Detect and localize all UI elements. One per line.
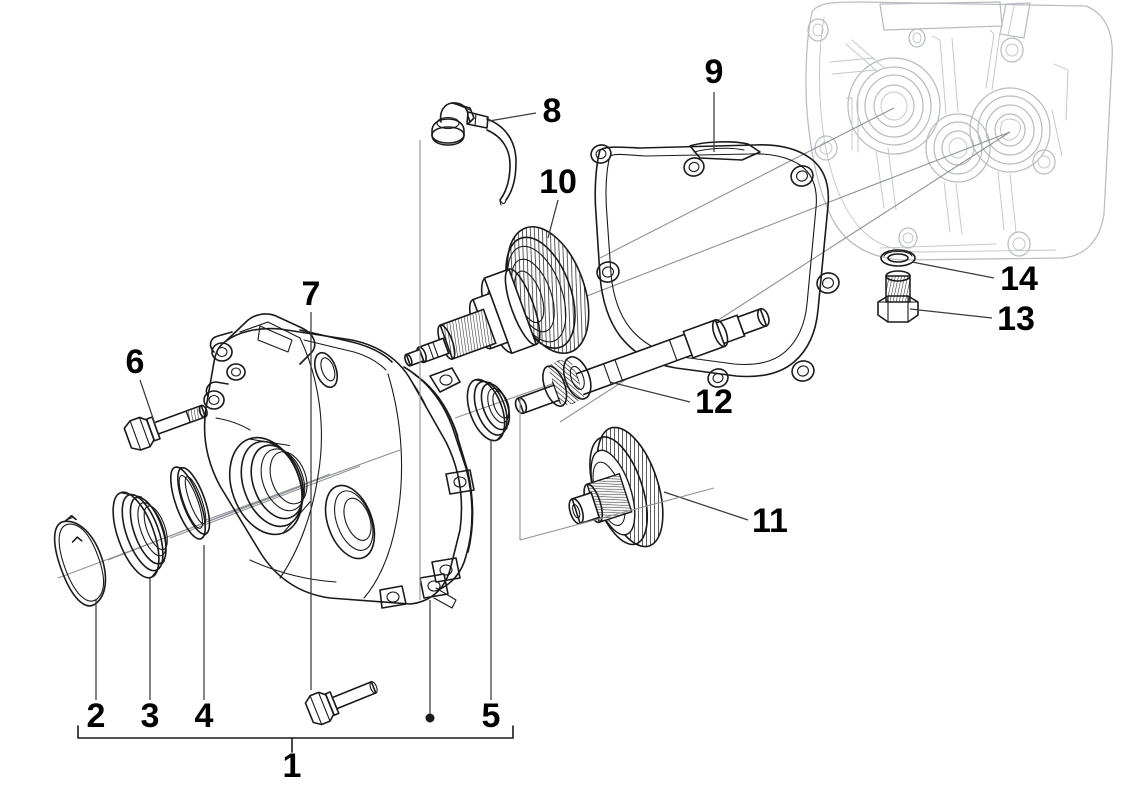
transmission-cover-part-7 [203,313,475,609]
ball-bearing-part-3 [112,491,168,579]
breather-valve-hose-part-8 [431,102,517,206]
bearing-part-5 [466,378,511,442]
callout-label-6: 6 [126,343,145,381]
callout-label-11: 11 [752,502,788,540]
callout-label-9: 9 [705,53,724,91]
leader-lines [95,92,995,723]
output-shaft-part-12 [514,307,770,415]
callout-label-4: 4 [195,697,214,735]
callout-label-12: 12 [695,383,733,421]
callout-label-14: 14 [1000,260,1038,298]
drain-plug-part-13 [877,270,919,323]
callout-label-13: 13 [997,300,1035,338]
driven-gear-shaft-part-10 [404,225,590,367]
callout-labels: 1 2 3 4 5 6 7 8 9 10 11 12 13 14 [87,53,1038,785]
callout-label-10: 10 [539,163,577,201]
callout-label-7: 7 [302,275,321,313]
flange-bolt-part-6 [123,404,208,451]
callout-label-2: 2 [87,697,106,735]
sealing-washer-part-14 [880,249,916,267]
intermediate-gear-part-11 [568,426,664,548]
cover-gasket-part-9 [590,141,840,388]
assembly-bracket [77,725,514,753]
callout-label-1: 1 [283,747,302,785]
flange-bolt-lower [304,680,378,726]
callout-label-5: 5 [482,697,501,735]
oil-seal-ring-part-4 [169,466,211,540]
callout-label-3: 3 [141,697,160,735]
crankcase-reference-ghost [805,1,1113,261]
circlip-snap-ring-part-2 [53,514,107,607]
callout-label-8: 8 [543,92,562,130]
